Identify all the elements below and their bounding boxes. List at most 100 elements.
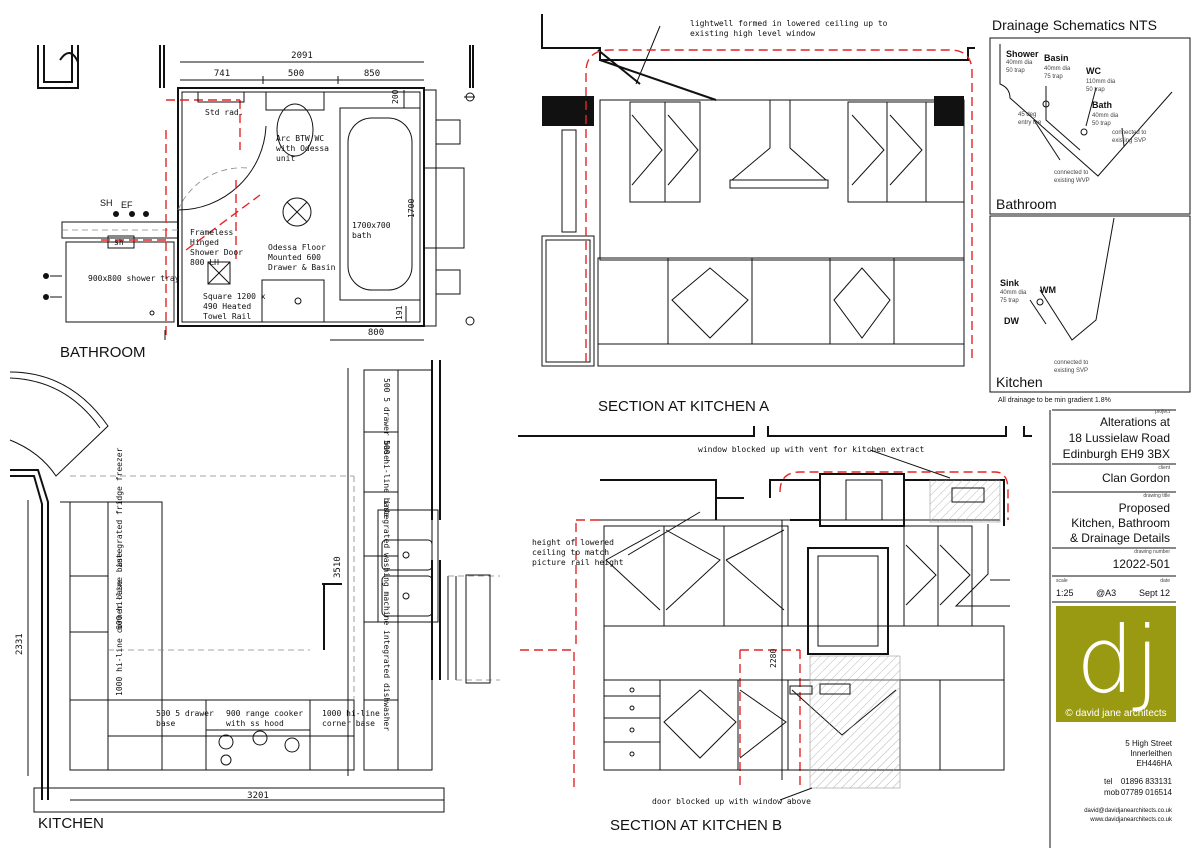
dj-logo: [1056, 606, 1176, 722]
towel-label-1: Square 1200 x: [203, 292, 266, 301]
section-b-base-units: [603, 679, 1005, 771]
schem-wc: WC: [1086, 66, 1101, 76]
drainage-schematics: Drainage Schematics NTS Shower 40mm dia …: [989, 17, 1191, 404]
schem-basin: Basin: [1044, 53, 1069, 63]
tb-title-label: drawing title: [1143, 493, 1170, 499]
schem-tee-2: entry tee: [1018, 120, 1042, 126]
schem-svp-2: existing SVP: [1112, 138, 1146, 144]
tb-addr-3: EH446HA: [1136, 759, 1172, 768]
floor-label-3: Drawer & Basin: [268, 263, 336, 272]
kitchen-bottom-500-1: 500 5 drawer: [156, 709, 214, 718]
section-a-title: SECTION AT KITCHEN A: [598, 398, 769, 415]
std-radiator: [197, 91, 245, 103]
schem-shower: Shower: [1006, 49, 1039, 59]
tb-project-2: 18 Lussielaw Road: [1069, 431, 1170, 445]
kitchen-corner-1: 1000 hi-line: [322, 709, 380, 718]
kitchen-title: KITCHEN: [38, 815, 104, 832]
tb-addr-1: 5 High Street: [1125, 739, 1172, 748]
kitchen-600-hiline: 600 hi-line base: [115, 553, 124, 630]
tb-project-3: Edinburgh EH9 3BX: [1063, 447, 1170, 461]
schem-sink: Sink: [1000, 278, 1020, 288]
tb-mob: 07789 016514: [1121, 788, 1173, 797]
std-rad-label: Std rad.: [205, 108, 244, 117]
door-label-4: 800 LH: [190, 258, 219, 267]
schem-svp-1: connected to: [1112, 130, 1147, 136]
schem-ksvp-2: existing SVP: [1054, 368, 1088, 374]
dim-2091: 2091: [291, 51, 313, 61]
schem-wm: WM: [1040, 285, 1056, 295]
kitchen-bottom-500-2: base: [156, 719, 175, 728]
schem-shower-1: 40mm dia: [1006, 60, 1033, 66]
schem-gradient: All drainage to be min gradient 1.8%: [998, 397, 1111, 404]
section-a-note-1: lightwell formed in lowered ceiling up t…: [690, 19, 888, 28]
door-label-3: Shower Door: [190, 248, 243, 257]
wc-label-1: Arc BTW WC: [276, 134, 324, 143]
sh-label: SH: [100, 198, 113, 208]
towel-label-2: 490 Heated: [203, 302, 251, 311]
wc-unit: [265, 91, 325, 111]
schematics-title: Drainage Schematics NTS: [992, 17, 1157, 33]
extract-fan: [282, 197, 312, 227]
vent-box: [929, 479, 1001, 523]
schem-bathroom-title: Bathroom: [996, 196, 1057, 212]
dim-1700: 1700: [407, 199, 416, 218]
tb-web: www.davidjanearchitects.co.uk: [1089, 817, 1173, 823]
kitchen-corner-2: corner base: [322, 719, 375, 728]
section-a: lightwell formed in lowered ceiling up t…: [541, 14, 975, 415]
schem-ksvp-1: connected to: [1054, 360, 1089, 366]
section-b-note-ceiling-3: picture rail height: [532, 558, 624, 567]
tb-number-label: drawing number: [1134, 549, 1170, 555]
tb-scale-label: scale: [1056, 578, 1068, 584]
floor-label-2: Mounted 600: [268, 253, 321, 262]
dim-3201: 3201: [247, 791, 269, 801]
kitchen-sink: [377, 509, 439, 623]
dj-copyright: © david jane architects: [1065, 708, 1166, 719]
door-label-2: Hinged: [190, 238, 219, 247]
kitchen-washing: integrated washing machine: [382, 500, 391, 625]
schem-basin-1: 40mm dia: [1044, 66, 1071, 72]
bathroom-schematic-box: [989, 37, 1191, 215]
blocked-door: [809, 679, 901, 789]
tb-client-label: client: [1158, 465, 1170, 471]
section-b-window: [807, 547, 889, 655]
kitchen-schematic-box: [989, 215, 1191, 393]
range-cooker: [205, 729, 311, 771]
tb-sheet: @A3: [1096, 588, 1116, 598]
tb-project-label: project: [1155, 409, 1171, 415]
bathroom-chimney-wall: [37, 45, 79, 89]
tb-email: david@davidjanearchitects.co.uk: [1084, 808, 1173, 814]
wc-label-3: unit: [276, 154, 295, 163]
title-block: project Alterations at 18 Lussielaw Road…: [1049, 409, 1176, 848]
tb-tel: 01896 833131: [1121, 777, 1173, 786]
schem-bath: Bath: [1092, 100, 1112, 110]
schem-wc-1: 110mm dia: [1086, 79, 1116, 85]
tray-label: 900x800 shower tray: [88, 274, 180, 283]
kitchen-500-5drawer: 500 5 drawer base: [382, 378, 391, 460]
schem-sink-1: 40mm dia: [1000, 290, 1027, 296]
schem-dw: DW: [1004, 316, 1019, 326]
tb-title-1: Proposed: [1119, 501, 1170, 515]
door-label-1: Frameless: [190, 228, 234, 237]
wc-label-2: with Odessa: [276, 144, 329, 153]
tb-date: Sept 12: [1139, 588, 1170, 598]
schem-basin-2: 75 trap: [1044, 74, 1063, 80]
schem-wvp-1: connected to: [1054, 170, 1089, 176]
dj-logo-text: dj: [1076, 607, 1160, 714]
dim-3510: 3510: [333, 556, 343, 578]
section-b-note-window: window blocked up with vent for kitchen …: [698, 445, 925, 454]
floor-label-1: Odessa Floor: [268, 243, 326, 252]
section-a-note-2: existing high level window: [690, 29, 815, 38]
shower-tray: [65, 241, 175, 323]
dim-2280: 2280: [769, 649, 778, 668]
kitchen-dishwasher: integrated dishwasher: [382, 630, 391, 731]
section-b: 2280 window blocked up with vent for kit…: [518, 426, 1032, 834]
tb-mob-label: mob: [1104, 788, 1120, 797]
section-b-note-ceiling-1: height of lowered: [532, 538, 614, 547]
section-a-base-units: [597, 257, 965, 367]
bathroom-title: BATHROOM: [60, 344, 146, 361]
dim-800: 800: [368, 328, 384, 338]
schem-kitchen-title: Kitchen: [996, 374, 1043, 390]
dim-500: 500: [288, 69, 304, 79]
towel-label-3: Towel Rail: [203, 312, 251, 321]
